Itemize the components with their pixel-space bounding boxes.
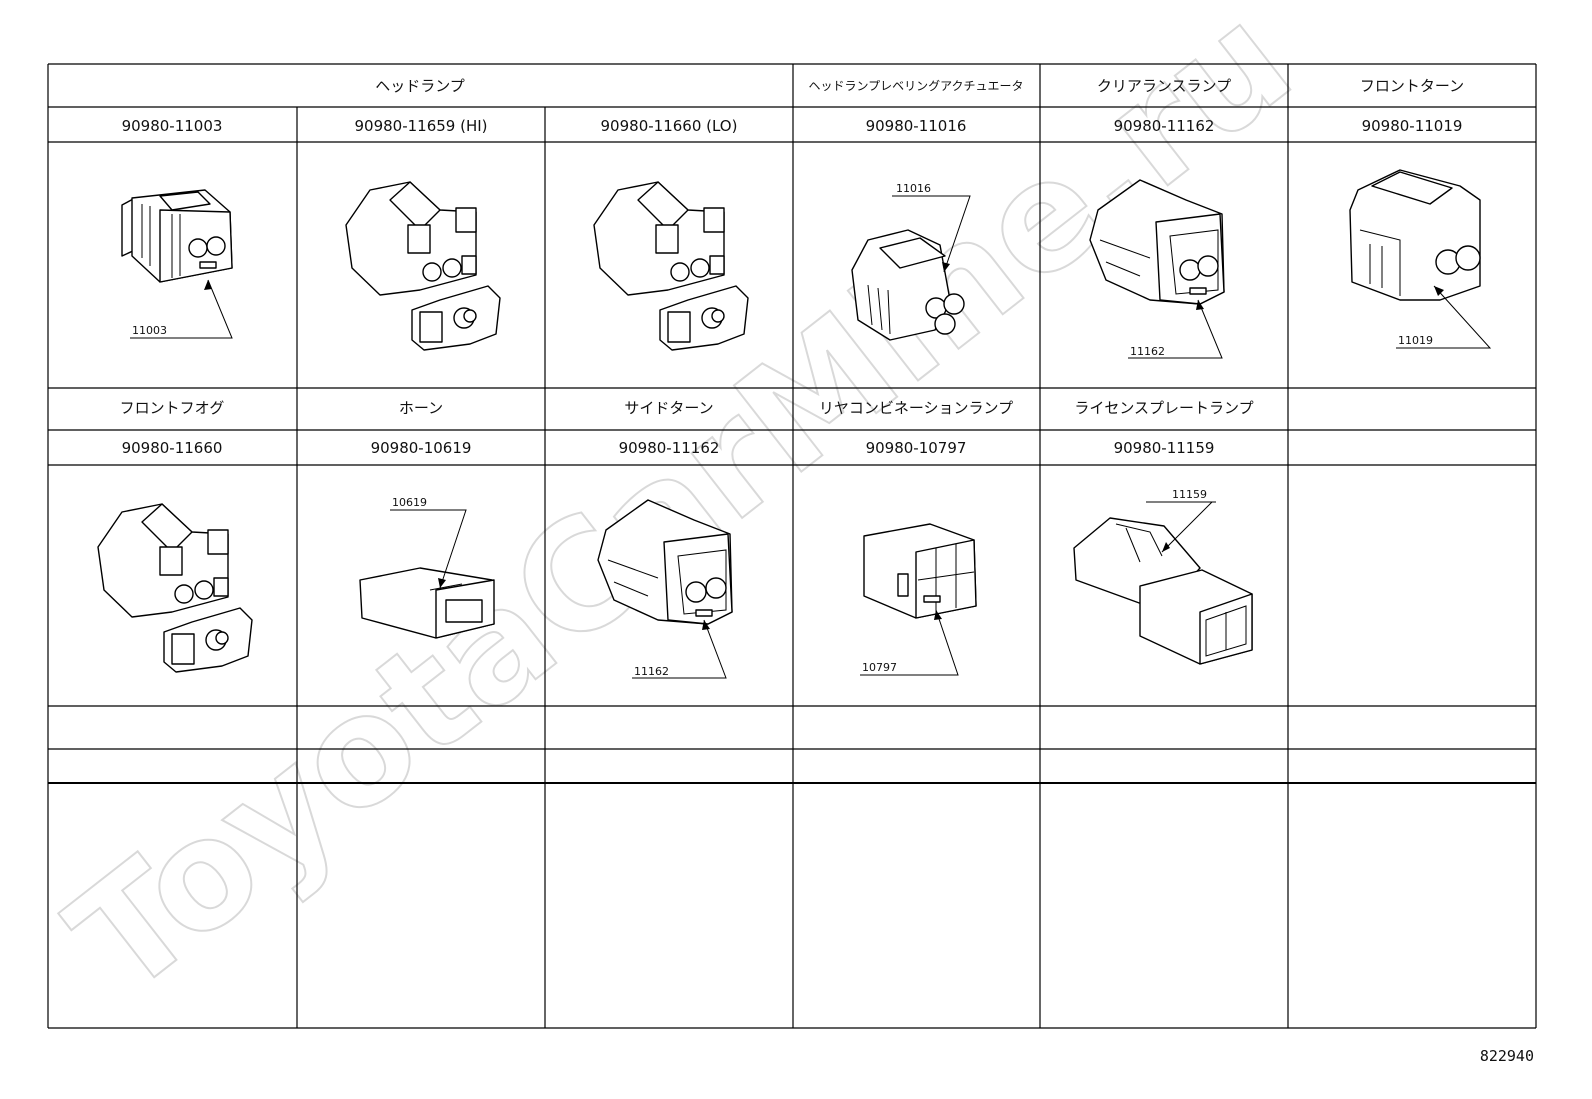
connector-drawing-10797 (860, 523, 977, 676)
part-number-r2c1: 90980-11660 (122, 439, 223, 457)
connector-drawing-10619 (359, 509, 495, 639)
group-title-clearance-lamp: クリアランスランプ (1097, 77, 1231, 95)
group-title-headlamp: ヘッドランプ (375, 77, 465, 95)
title-r2c4: リヤコンビネーションランプ (819, 399, 1013, 417)
connector-drawing-11660-lo (593, 181, 749, 351)
connector-drawing-11660-fog (97, 503, 253, 673)
part-number-r1c3: 90980-11660 (LO) (601, 117, 738, 135)
part-number-r2c5: 90980-11159 (1114, 439, 1215, 457)
part-number-r1c6: 90980-11019 (1362, 117, 1463, 135)
group-title-front-turn: フロントターン (1360, 77, 1464, 95)
connector-drawing-11003 (121, 189, 233, 339)
callout-10797: 10797 (862, 661, 897, 674)
title-r2c3: サイドターン (624, 399, 713, 417)
part-number-r1c1: 90980-11003 (122, 117, 223, 135)
group-title-leveling-actuator: ヘッドランプレベリングアクチュエータ (808, 79, 1023, 93)
connector-drawing-11162-clearance (1089, 179, 1225, 359)
part-number-r2c4: 90980-10797 (866, 439, 967, 457)
table-grid (47, 63, 1537, 1029)
callout-11003: 11003 (132, 324, 167, 337)
title-r2c1: フロントフオグ (120, 399, 225, 417)
callout-11159: 11159 (1172, 488, 1207, 501)
connector-drawing-11162-side (597, 499, 733, 679)
part-number-r1c2: 90980-11659 (HI) (354, 117, 487, 135)
reference-number: 822940 (1480, 1047, 1534, 1065)
callout-11019: 11019 (1398, 334, 1433, 347)
connector-drawing-11016 (851, 195, 971, 341)
connector-drawing-11019 (1349, 169, 1492, 349)
connector-drawing-11159 (1073, 501, 1253, 665)
title-r2c2: ホーン (399, 399, 443, 417)
callout-11162-clearance: 11162 (1130, 345, 1165, 358)
callout-11162-side: 11162 (634, 665, 669, 678)
callout-10619: 10619 (392, 496, 427, 509)
callout-11016: 11016 (896, 182, 931, 195)
part-number-r1c4: 90980-11016 (866, 117, 967, 135)
connector-drawing-11659 (345, 181, 501, 351)
title-r2c5: ライセンスプレートランプ (1074, 399, 1253, 417)
part-number-r2c3: 90980-11162 (619, 439, 720, 457)
part-number-r1c5: 90980-11162 (1114, 117, 1215, 135)
part-number-r2c2: 90980-10619 (371, 439, 472, 457)
